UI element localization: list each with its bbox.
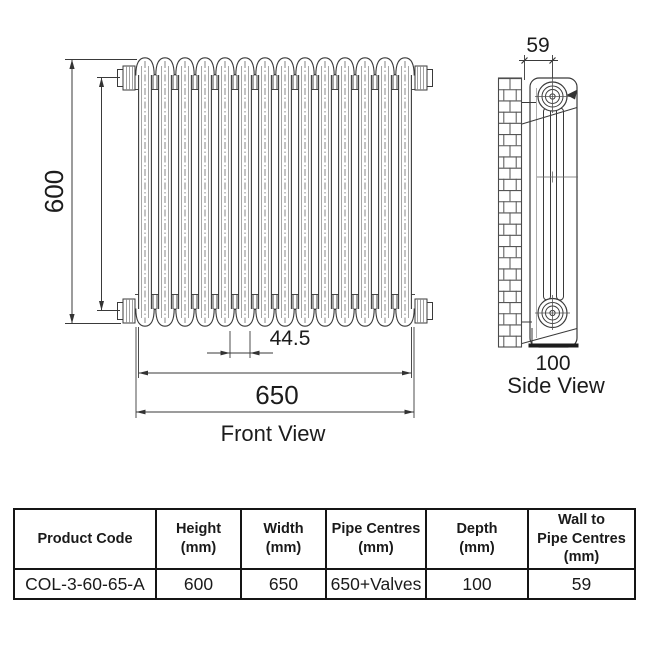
width-dimension-label: 650 xyxy=(255,380,298,410)
arrow-up-icon xyxy=(99,77,104,87)
spec-table-data-row: COL-3-60-65-A 600 650 650+Valves 100 59 xyxy=(13,568,636,600)
front-view-label: Front View xyxy=(221,421,326,446)
header-pipe-centres: Pipe Centres (mm) xyxy=(325,508,427,570)
header-tube-lines xyxy=(135,74,415,310)
cell-height: 600 xyxy=(155,568,242,600)
header-product-code: Product Code xyxy=(13,508,157,570)
side-view-label: Side View xyxy=(507,373,605,398)
arrow-right-icon xyxy=(220,350,230,356)
spec-table-header-row: Product Code Height (mm) Width (mm) Pipe… xyxy=(13,508,636,570)
dimension-height-600: 600 xyxy=(39,59,137,324)
radiator-sections xyxy=(135,57,415,327)
arrow-left-icon xyxy=(136,409,146,415)
dimension-section-pitch-44-5: 44.5 xyxy=(207,327,310,358)
header-height: Height (mm) xyxy=(155,508,242,570)
arrow-left-icon xyxy=(138,370,148,376)
dimension-tapping-centres-vertical xyxy=(97,77,120,311)
header-wall-to-pipe-centres: Wall to Pipe Centres (mm) xyxy=(527,508,636,570)
arrow-up-icon xyxy=(69,59,75,69)
cell-wall-to-pipe-centres: 59 xyxy=(527,568,636,600)
arrow-down-icon xyxy=(69,314,75,324)
radiator-front-view: 600 44.5 650 xyxy=(39,57,433,446)
technical-drawing: 600 44.5 650 xyxy=(39,34,605,446)
bottom-pipe-boss xyxy=(535,295,570,330)
header-depth: Depth (mm) xyxy=(425,508,529,570)
top-pipe-boss xyxy=(535,78,578,113)
top-bracket xyxy=(521,102,578,125)
depth-label: 100 xyxy=(535,352,570,375)
arrow-right-icon xyxy=(402,370,412,376)
cell-depth: 100 xyxy=(425,568,529,600)
arrow-right-icon xyxy=(404,409,414,415)
cell-width: 650 xyxy=(240,568,327,600)
spec-table-container: Product Code Height (mm) Width (mm) Pipe… xyxy=(13,508,636,600)
cell-pipe-centres: 650+Valves xyxy=(325,568,427,600)
arrow-down-icon xyxy=(99,301,104,311)
header-width: Width (mm) xyxy=(240,508,327,570)
cell-product-code: COL-3-60-65-A xyxy=(13,568,157,600)
height-dimension-label: 600 xyxy=(39,170,69,213)
bottom-bracket xyxy=(521,321,578,344)
leader-arrow-icon xyxy=(566,89,578,100)
wall-to-pipe-label: 59 xyxy=(526,34,549,57)
wall-bricks xyxy=(497,77,523,348)
section-pitch-label: 44.5 xyxy=(270,327,311,350)
dimension-width-650: 650 xyxy=(135,327,415,418)
dimension-wall-to-pipe-59: 59 xyxy=(519,34,558,80)
dimension-body-width xyxy=(138,327,412,378)
arrow-left-icon xyxy=(250,350,260,356)
radiator-side-view: 59 100 Side View xyxy=(497,34,605,398)
spec-table: Product Code Height (mm) Width (mm) Pipe… xyxy=(13,508,636,600)
